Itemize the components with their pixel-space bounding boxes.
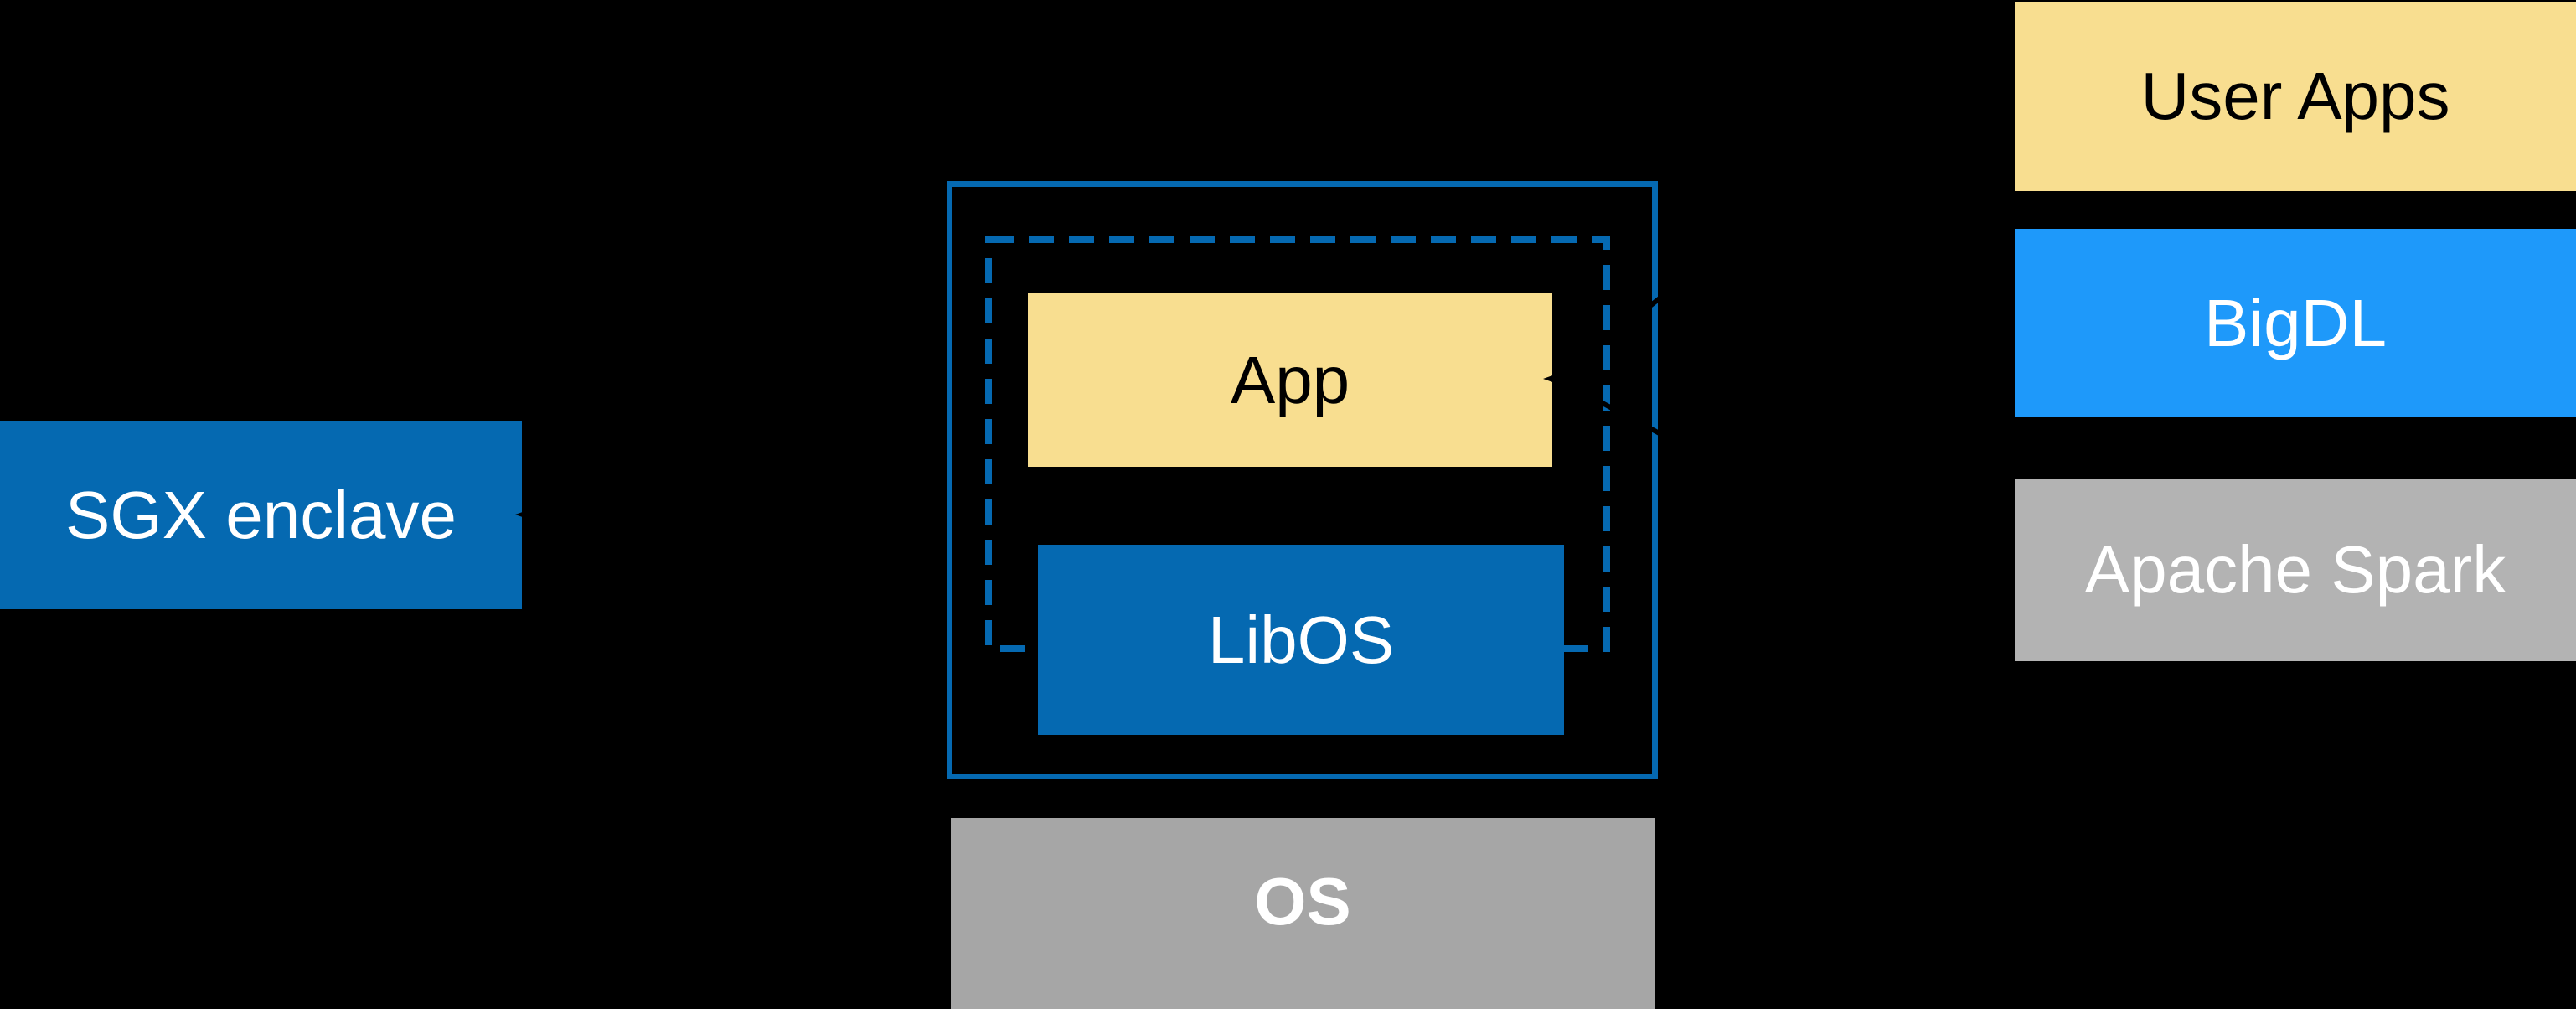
fan-line-upper: [1555, 21, 2014, 381]
sgx-arrowhead-icon: [515, 504, 545, 525]
sgx-enclave-label: SGX enclave: [65, 477, 457, 552]
fan-line-lower: [1555, 376, 2014, 623]
bigdl-box: BigDL: [2015, 229, 2576, 417]
apache-spark-box: Apache Spark: [2015, 479, 2576, 661]
app-label: App: [1230, 342, 1350, 417]
os-label: OS: [1254, 864, 1351, 939]
libos-box: LibOS: [1038, 545, 1564, 735]
sgx-enclave-label-box: SGX enclave: [0, 421, 522, 609]
app-arrowhead-icon: [1543, 369, 1572, 389]
user-apps-box: User Apps: [2015, 2, 2576, 191]
bigdl-label: BigDL: [2204, 285, 2387, 360]
enclave-outer-box: [947, 181, 1658, 779]
os-box: OS: [951, 818, 1655, 1009]
user-apps-label: User Apps: [2140, 59, 2450, 133]
apache-spark-label: Apache Spark: [2084, 532, 2506, 607]
app-box: App: [1028, 293, 1552, 467]
libos-label: LibOS: [1207, 602, 1395, 677]
